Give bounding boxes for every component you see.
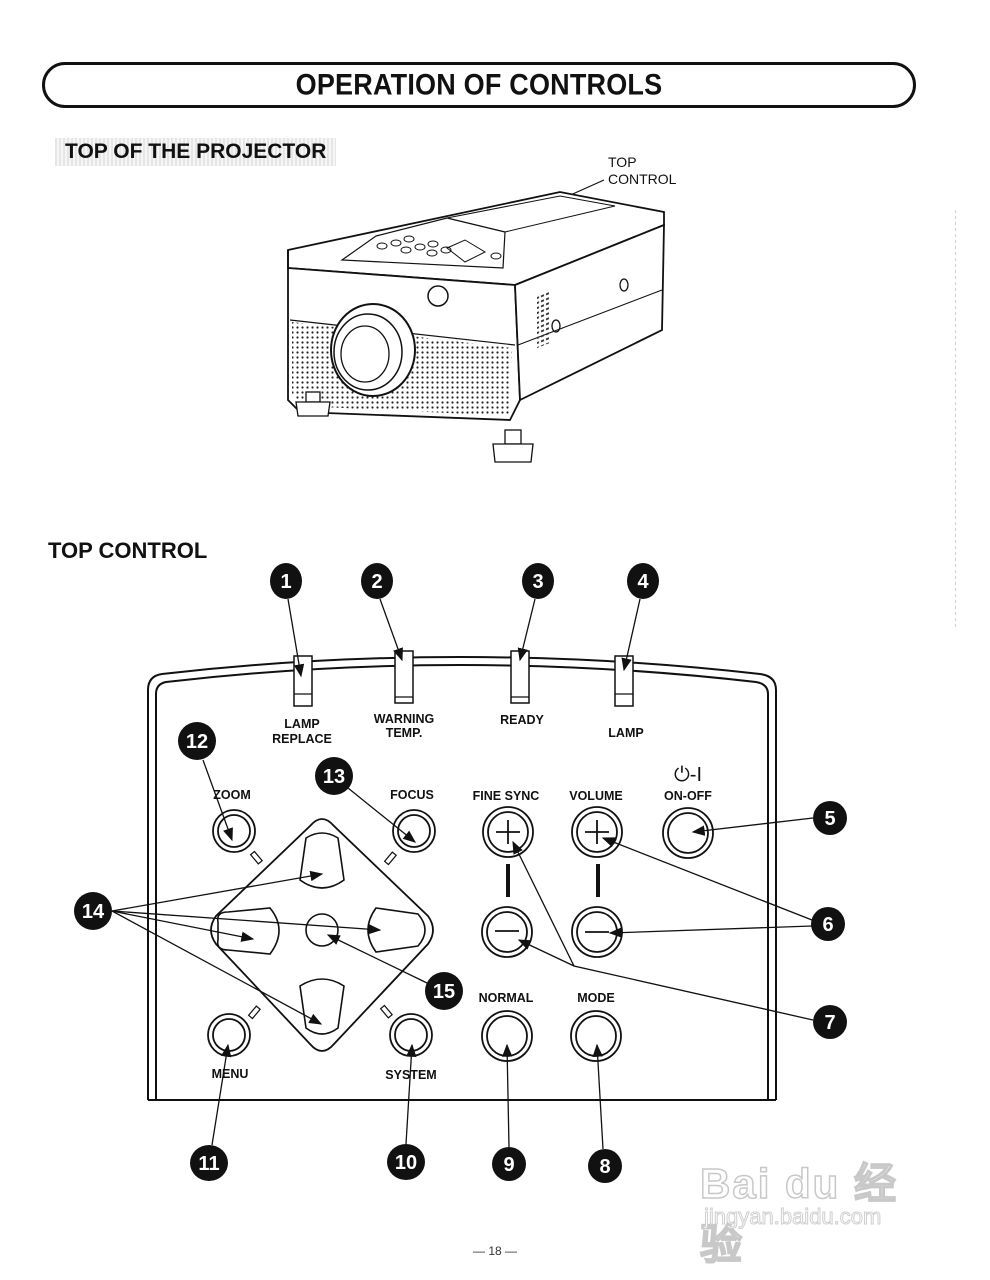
watermark-url: jingyan.baidu.com (703, 1204, 882, 1230)
system-button[interactable] (389, 1013, 433, 1057)
mode-button[interactable] (570, 1010, 622, 1062)
projector-side (514, 223, 665, 402)
zoom-button[interactable] (212, 809, 256, 853)
svg-text:8: 8 (599, 1156, 610, 1178)
svg-text:7: 7 (824, 1012, 835, 1034)
adjustable-foot-left (295, 391, 331, 417)
callout-badge-2: 2 (361, 563, 393, 599)
power-symbol-icon: ⏻-I (674, 764, 702, 786)
svg-text:9: 9 (503, 1154, 514, 1176)
svg-text:13: 13 (323, 766, 345, 788)
callout-badge-9: 9 (492, 1147, 526, 1181)
svg-text:14: 14 (82, 901, 105, 923)
indicator-label-lamp-replace-2: REPLACE (272, 732, 332, 746)
volume-label: VOLUME (569, 789, 622, 803)
mode-label: MODE (577, 991, 615, 1005)
section-heading-top-of-projector: TOP OF THE PROJECTOR (55, 138, 337, 166)
svg-text:11: 11 (198, 1153, 219, 1175)
indicator-label-warning-temp-2: TEMP. (386, 726, 423, 740)
focus-button[interactable] (392, 809, 436, 853)
callout-badge-12: 12 (178, 722, 216, 760)
callout-line-1: TOP (608, 154, 637, 170)
directional-pad (210, 818, 434, 1052)
projector-top-buttons (376, 235, 502, 263)
indicator-lamp (614, 655, 634, 707)
svg-text:5: 5 (824, 808, 835, 830)
point-left-button[interactable] (216, 907, 280, 955)
svg-text:2: 2 (371, 571, 382, 593)
menu-button[interactable] (207, 1013, 251, 1057)
callout-badge-10: 10 (387, 1144, 425, 1180)
on-off-button[interactable] (662, 807, 714, 859)
ir-sensor (427, 285, 449, 307)
svg-text:1: 1 (280, 571, 291, 593)
callout-badge-3: 3 (522, 563, 554, 599)
callout-badge-14: 14 (74, 892, 112, 930)
page-title: OPERATION OF CONTROLS (295, 68, 663, 101)
callout-badge-13: 13 (315, 757, 353, 795)
zoom-label: ZOOM (213, 788, 251, 802)
indicator-label-lamp-replace-1: LAMP (284, 717, 319, 731)
point-right-button[interactable] (367, 907, 426, 953)
callout-badge-6: 6 (811, 907, 845, 941)
callout-badge-1: 1 (270, 563, 302, 599)
fine-sync-label: FINE SYNC (473, 789, 540, 803)
callout-badge-7: 7 (813, 1005, 847, 1039)
point-down-button[interactable] (299, 978, 345, 1035)
subsection-heading-top-control: TOP CONTROL (48, 538, 208, 563)
indicator-label-ready: READY (500, 713, 544, 727)
page-number: — 18 — (472, 1244, 517, 1258)
point-up-button[interactable] (299, 832, 345, 889)
plus-icon (585, 820, 609, 844)
plus-icon (496, 820, 520, 844)
callout-badge-8: 8 (588, 1149, 622, 1183)
watermark-brand: Bai du 经验 (699, 1159, 899, 1269)
adjustable-foot-right (492, 429, 534, 463)
svg-text:15: 15 (433, 981, 455, 1003)
top-control-callout: TOP CONTROL (608, 154, 676, 188)
callout-badge-4: 4 (627, 563, 659, 599)
callout-line-2: CONTROL (608, 171, 677, 187)
focus-label: FOCUS (390, 788, 434, 802)
fine-sync-minus-button[interactable] (481, 906, 533, 958)
select-button[interactable] (305, 913, 339, 947)
svg-text:12: 12 (186, 731, 208, 753)
svg-text:3: 3 (532, 571, 543, 593)
indicator-label-warning-temp-1: WARNING (374, 712, 434, 726)
indicator-lamp-replace (293, 655, 313, 707)
callout-badge-5: 5 (813, 801, 847, 835)
svg-text:4: 4 (637, 571, 649, 593)
system-label: SYSTEM (385, 1068, 436, 1082)
callout-badge-15: 15 (425, 972, 463, 1010)
baidu-watermark: Bai du 经验 jingyan.baidu.com (699, 1150, 940, 1269)
scan-edge-artifact (955, 210, 956, 630)
top-control-diagram: LAMP REPLACE WARNING TEMP. READY LAMP 1 … (74, 563, 847, 1183)
callout-badge-11: 11 (190, 1145, 228, 1181)
control-panel-outline (147, 656, 777, 1101)
projector-illustration (287, 179, 665, 463)
indicator-label-lamp: LAMP (608, 726, 643, 740)
svg-text:6: 6 (822, 914, 833, 936)
page-title-banner: OPERATION OF CONTROLS (42, 62, 916, 108)
indicator-warning-temp (394, 650, 414, 704)
menu-label: MENU (212, 1067, 249, 1081)
on-off-label: ON-OFF (664, 789, 712, 803)
normal-label: NORMAL (479, 991, 534, 1005)
svg-text:10: 10 (395, 1152, 417, 1174)
projector-lens (330, 303, 416, 397)
normal-button[interactable] (481, 1010, 533, 1062)
